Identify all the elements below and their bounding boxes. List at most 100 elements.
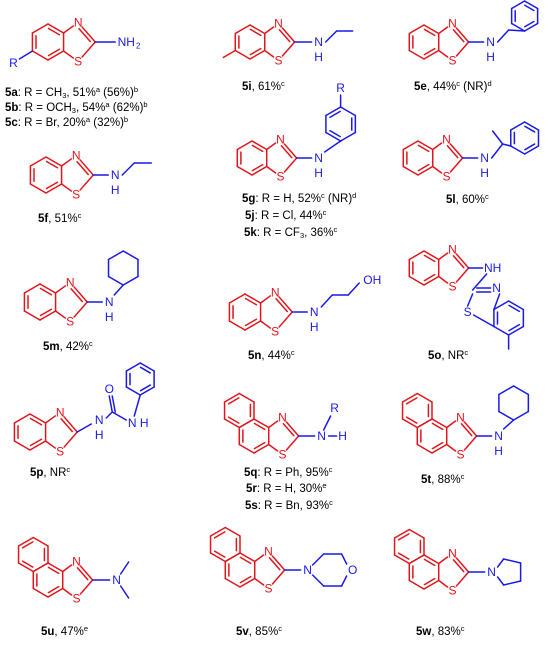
- nitrogen-label: N: [276, 133, 285, 147]
- bond: [253, 577, 265, 586]
- caption-5r: 5r: R = H, 30%e: [246, 481, 327, 495]
- bond: [61, 587, 73, 596]
- bond: [238, 443, 255, 454]
- nitrogen-label: N: [310, 305, 319, 319]
- bond: [105, 411, 114, 419]
- bond: [278, 296, 294, 313]
- bond: [224, 526, 241, 537]
- nitrogen-label: N: [442, 133, 451, 147]
- bond: [496, 558, 505, 568]
- bond: [431, 165, 443, 174]
- bond: [490, 143, 504, 159]
- double-bond: [78, 27, 92, 43]
- nitrogen-label: N: [314, 151, 323, 165]
- nitrogen-label: N: [278, 411, 287, 425]
- nitrogen-label: N: [264, 545, 273, 559]
- bond: [47, 23, 65, 34]
- bond: [32, 562, 49, 573]
- bond: [501, 143, 512, 147]
- double-bond: [21, 541, 34, 549]
- double-bond: [423, 47, 436, 56]
- double-bond: [423, 558, 436, 567]
- bond: [463, 435, 478, 451]
- sulfur-label: S: [448, 583, 456, 597]
- caption-5m: 5m, 42%c: [43, 339, 93, 353]
- nitrogen-label: N: [105, 295, 114, 309]
- double-bond: [253, 441, 266, 450]
- bond: [111, 411, 128, 421]
- bond: [325, 106, 342, 117]
- bond: [431, 443, 448, 454]
- sulfur-label: S: [74, 55, 82, 69]
- nitrogen-label: N: [448, 243, 457, 257]
- bond: [18, 50, 34, 60]
- bond: [222, 49, 237, 59]
- caption-5i: 5i, 61%c: [242, 79, 285, 93]
- bond: [340, 575, 348, 587]
- double-bond: [29, 438, 43, 447]
- bond: [401, 392, 419, 403]
- double-bond: [249, 28, 262, 37]
- nitrogen-label: N: [486, 35, 495, 49]
- double-bond: [329, 129, 341, 138]
- double-bond: [249, 47, 262, 56]
- double-bond: [275, 297, 289, 313]
- bond: [455, 253, 470, 269]
- bond: [249, 49, 266, 60]
- double-bond: [417, 144, 430, 153]
- double-bond: [76, 567, 89, 581]
- bond: [31, 23, 49, 34]
- double-bond: [431, 422, 444, 431]
- bond: [29, 440, 47, 451]
- bond: [496, 29, 510, 43]
- bond: [498, 385, 515, 396]
- bond: [62, 25, 75, 34]
- sulfur-label: S: [456, 447, 464, 461]
- r-group-label: R: [336, 81, 345, 95]
- bond: [402, 165, 419, 176]
- bond: [234, 49, 251, 60]
- caption-5j: 5j: R = Cl, 44%c: [245, 208, 327, 222]
- bond: [17, 562, 35, 573]
- bond: [209, 526, 227, 537]
- bond: [437, 26, 449, 35]
- double-bond: [397, 533, 410, 541]
- bond: [311, 553, 325, 566]
- bond: [466, 293, 474, 307]
- hydrogen-label: H: [494, 444, 503, 458]
- bond: [437, 49, 449, 58]
- bond: [62, 50, 75, 59]
- bond: [271, 555, 286, 571]
- double-bond: [405, 416, 418, 424]
- bond: [437, 556, 449, 565]
- bond: [224, 577, 241, 588]
- bond: [244, 293, 262, 304]
- bond: [17, 536, 35, 547]
- bond: [251, 165, 268, 176]
- caption-5o: 5o, NRc: [428, 348, 469, 362]
- bond: [437, 275, 449, 284]
- bond: [73, 301, 89, 318]
- bond: [449, 157, 464, 173]
- double-bond: [45, 181, 59, 190]
- bond: [523, 145, 540, 155]
- bond: [47, 562, 64, 573]
- bond: [507, 325, 525, 336]
- caption-5c: 5c: R = Br, 20%a (32%)b: [5, 115, 129, 129]
- bond: [423, 250, 440, 261]
- double-bond: [239, 556, 252, 565]
- nitrogen-label: N: [271, 285, 280, 299]
- sulfur-label: S: [448, 53, 456, 67]
- bond: [119, 585, 130, 599]
- double-bond: [70, 287, 84, 303]
- bond: [122, 250, 139, 261]
- caption-5n: 5n, 44%c: [248, 348, 295, 362]
- hydrogen-label: H: [314, 50, 323, 64]
- bond: [281, 41, 296, 57]
- bond: [45, 183, 63, 194]
- bond: [76, 423, 93, 433]
- oxygen-label: O: [348, 563, 357, 577]
- bond: [60, 158, 73, 167]
- double-bond: [47, 566, 60, 575]
- bond: [236, 165, 253, 176]
